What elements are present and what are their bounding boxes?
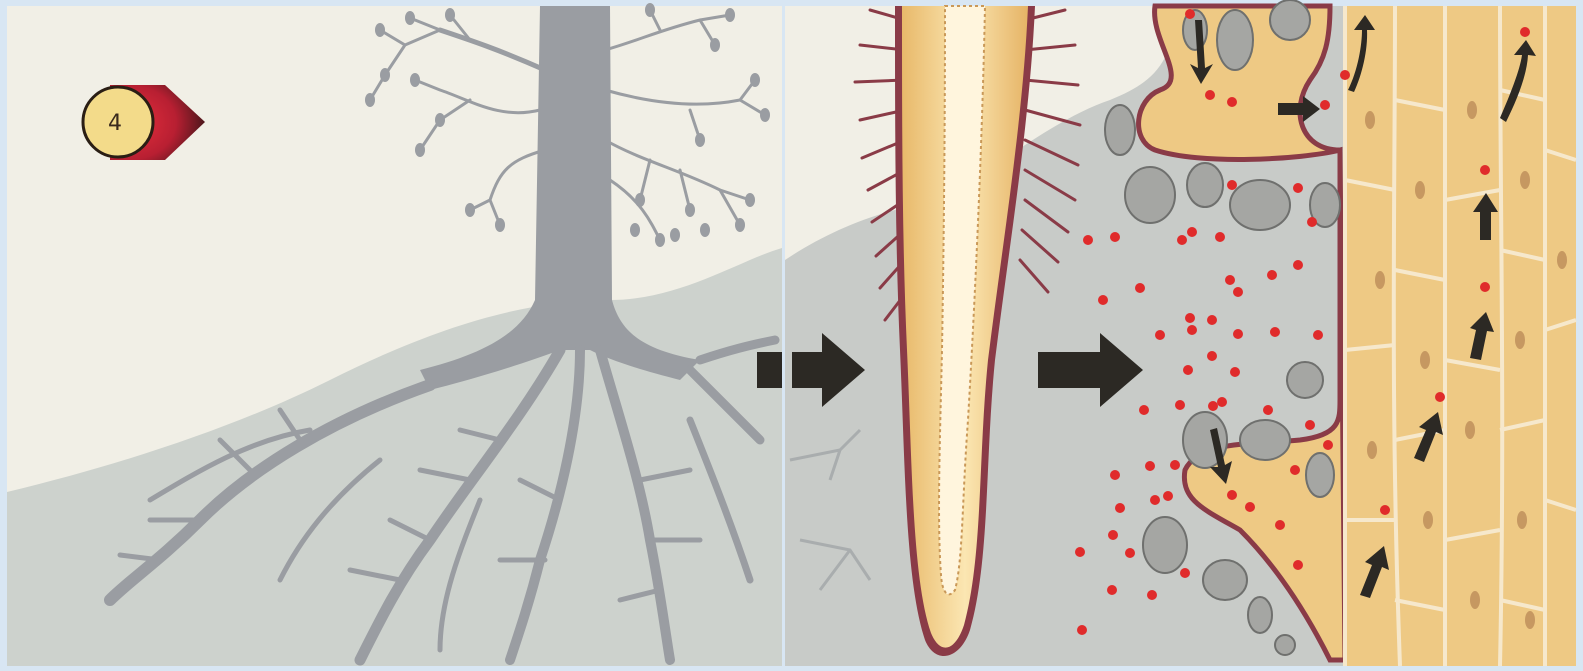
left-panel: 4 <box>7 3 782 666</box>
step-number: 4 <box>108 111 122 136</box>
right-panel <box>785 0 1576 666</box>
